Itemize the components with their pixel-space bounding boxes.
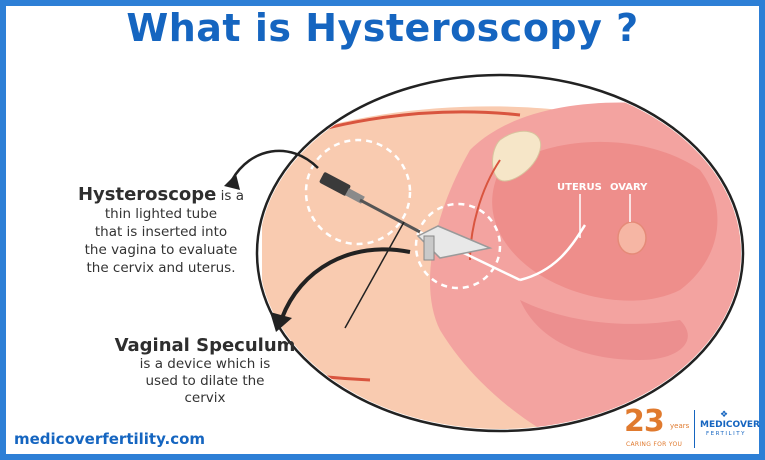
logo-tagline: CARING FOR YOU bbox=[626, 441, 683, 448]
speculum-arrowhead bbox=[270, 312, 292, 332]
speculum-arrow bbox=[280, 247, 411, 319]
ovary-label: OVARY bbox=[610, 182, 648, 193]
logo-years-text: years bbox=[670, 422, 690, 430]
hysteroscope-arrow bbox=[230, 149, 319, 181]
hysteroscope-line-0: is a bbox=[220, 188, 245, 204]
ovary-shape bbox=[617, 221, 647, 255]
hysteroscope-description: Hysteroscope is a thin lighted tube that… bbox=[56, 186, 266, 277]
speculum-description: Vaginal Speculum is a device which is us… bbox=[100, 337, 310, 407]
speculum-line-1: used to dilate the bbox=[145, 373, 265, 389]
hysteroscope-line-4: the cervix and uterus. bbox=[86, 260, 236, 276]
logo-brand-sub: FERTILITY bbox=[706, 431, 746, 437]
medicover-mark-icon: ❖ bbox=[720, 410, 729, 420]
title-highlight: Hysteroscopy ? bbox=[305, 6, 639, 50]
hysteroscope-line-2: that is inserted into bbox=[94, 224, 228, 240]
hysteroscope-line-3: the vagina to evaluate bbox=[84, 242, 238, 258]
hysteroscope-device bbox=[319, 172, 587, 282]
speculum-pointer-line bbox=[344, 221, 405, 329]
hysteroscope-term: Hysteroscope bbox=[77, 184, 217, 205]
magnifier-circle-speculum bbox=[414, 202, 502, 290]
page-title: What is Hysteroscopy ? bbox=[0, 6, 765, 50]
pelvic-bone bbox=[492, 130, 542, 182]
hysteroscope-line-1: thin lighted tube bbox=[104, 206, 218, 222]
speculum-line-2: cervix bbox=[184, 390, 226, 406]
logo-years-number: 23 bbox=[624, 404, 665, 439]
magnifier-circle-scope bbox=[304, 138, 412, 246]
logo-brand-name: MEDICOVER bbox=[700, 420, 760, 430]
uterus-label: UTERUS bbox=[557, 182, 602, 193]
speculum-term: Vaginal Speculum bbox=[114, 335, 296, 356]
website-link[interactable]: medicoverfertility.com bbox=[14, 430, 206, 448]
speculum-device bbox=[416, 225, 493, 261]
uterus-shape bbox=[492, 141, 718, 301]
title-prefix: What is bbox=[126, 6, 306, 50]
speculum-line-0: is a device which is bbox=[139, 356, 271, 372]
brand-logo: 23 years CARING FOR YOU ❖ MEDICOVER FERT… bbox=[622, 404, 760, 452]
intestine-loop bbox=[520, 300, 688, 360]
hysteroscope-arrowhead bbox=[224, 174, 240, 190]
logo-divider bbox=[694, 410, 695, 448]
